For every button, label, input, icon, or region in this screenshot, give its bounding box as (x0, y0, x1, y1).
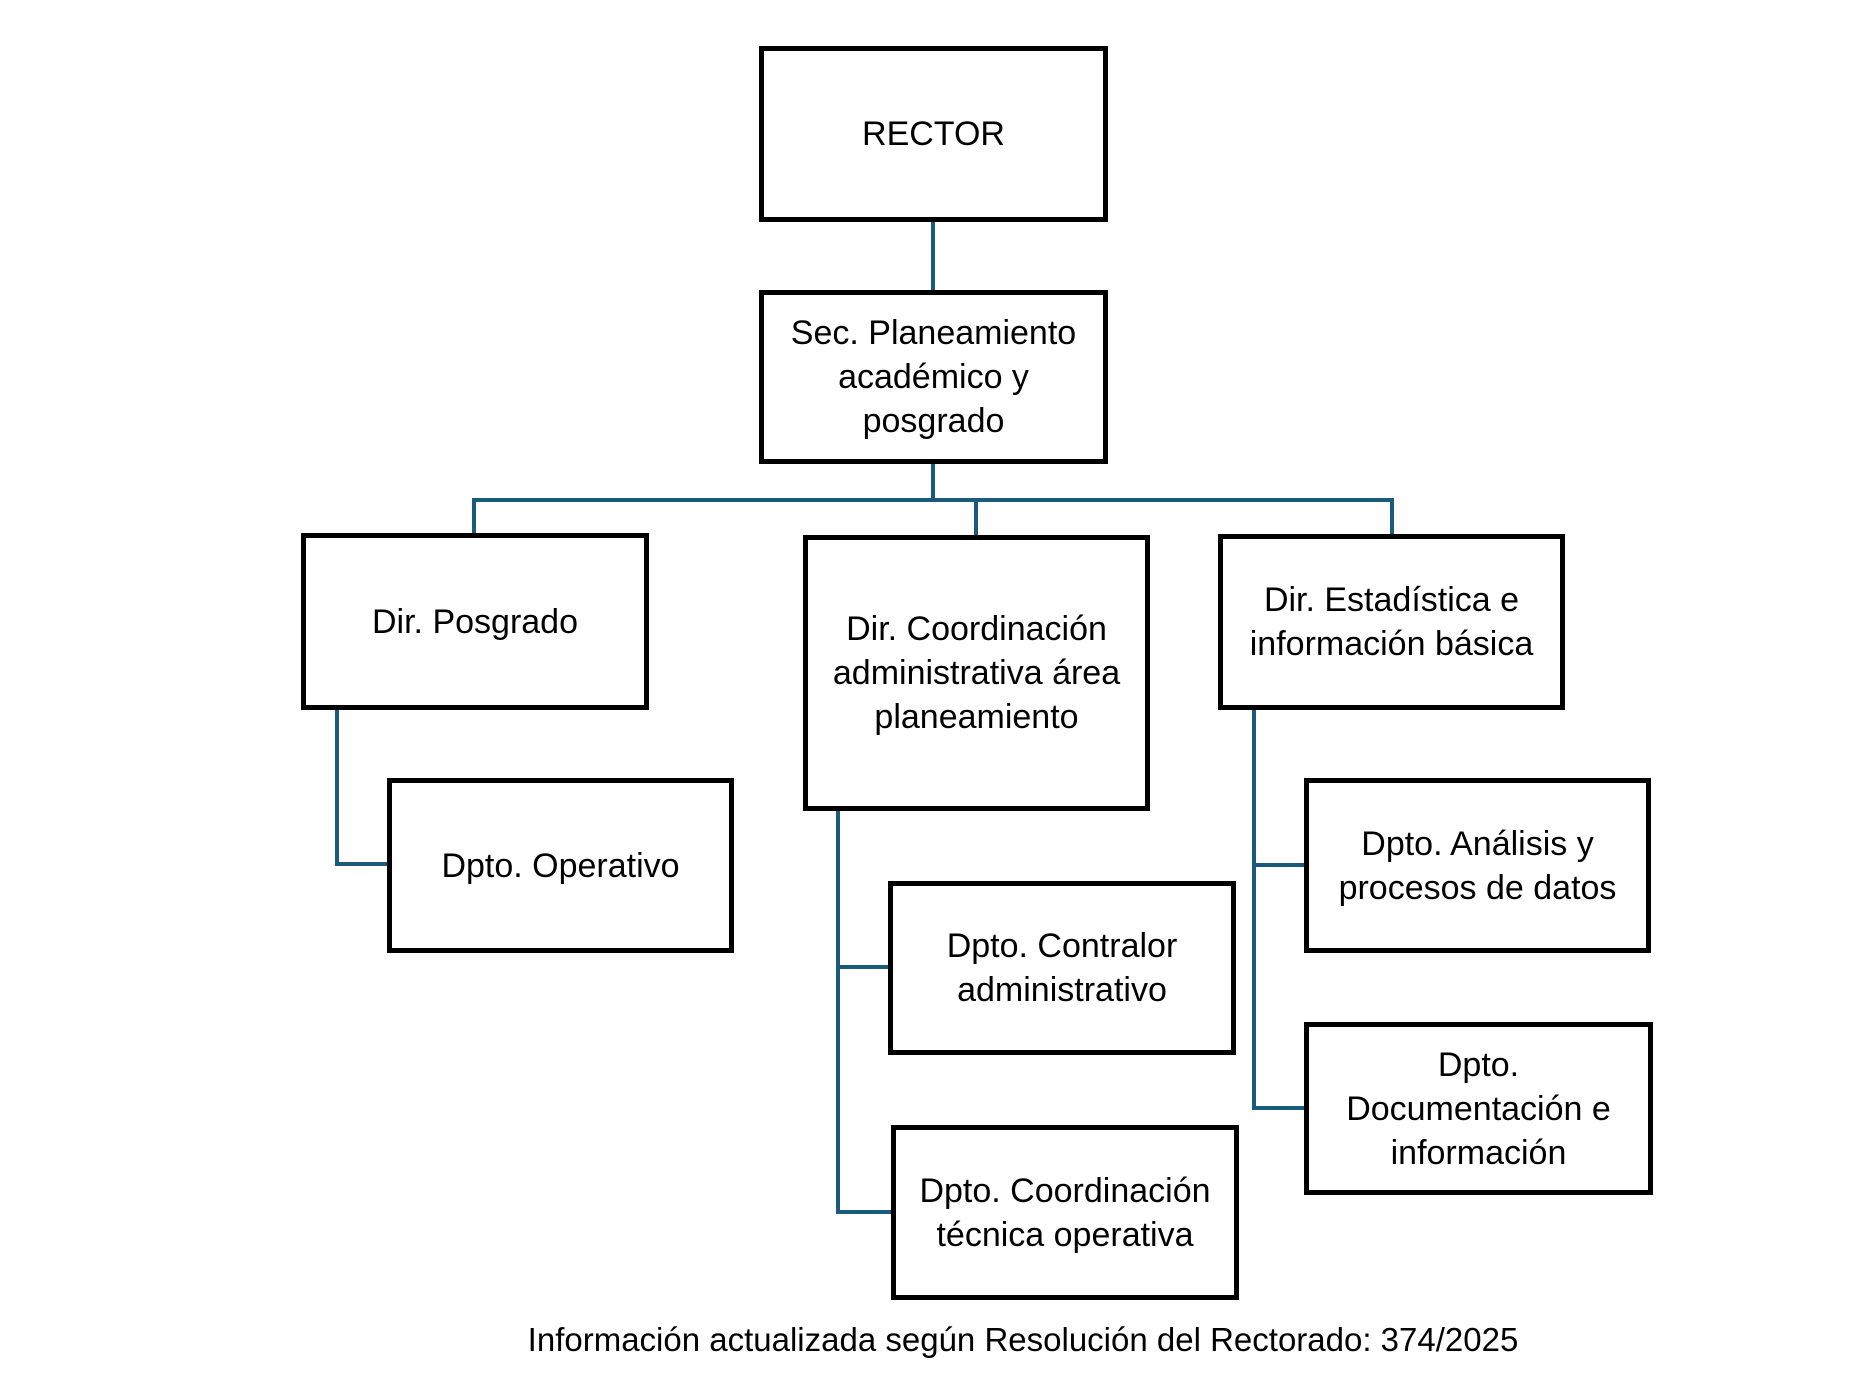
connector-dir-estadistica-trunk (1252, 707, 1306, 1110)
node-label: Dpto. Coordinación técnica operativa (919, 1171, 1211, 1254)
node-dpto-documentacion: Dpto. Documentación e información (1304, 1022, 1653, 1195)
node-label: Dir. Estadística e información básica (1249, 581, 1534, 663)
node-secretaria-planeamiento: Sec. Planeamiento académico y posgrado (759, 290, 1108, 464)
node-dpto-analisis-procesos: Dpto. Análisis y procesos de datos (1304, 778, 1651, 953)
node-dir-posgrado: Dir. Posgrado (301, 533, 649, 710)
node-dir-estadistica: Dir. Estadística e información básica (1218, 534, 1565, 710)
footer-note: Información actualizada según Resolución… (527, 1321, 1519, 1358)
node-dir-coordinacion-administrativa: Dir. Coordinación administrativa área pl… (803, 535, 1150, 811)
node-label: Dir. Coordinación administrativa área pl… (832, 610, 1121, 736)
connector-dir-posgrado-dpto-operativo (335, 707, 389, 866)
node-rector: RECTOR (759, 46, 1108, 222)
node-label: Dpto. Documentación e información (1346, 1045, 1611, 1172)
node-label: RECTOR (862, 115, 1005, 153)
node-label: Dpto. Contralor administrativo (946, 927, 1178, 1009)
connector-dir-coordinacion-trunk (836, 808, 893, 1214)
node-label: Dir. Posgrado (372, 602, 578, 641)
node-label: Sec. Planeamiento académico y posgrado (790, 314, 1077, 440)
node-dpto-operativo: Dpto. Operativo (387, 778, 734, 953)
node-label: Dpto. Operativo (441, 846, 680, 885)
node-dpto-contralor-administrativo: Dpto. Contralor administrativo (888, 881, 1236, 1055)
node-label: Dpto. Análisis y procesos de datos (1338, 824, 1617, 907)
node-dpto-coordinacion-tecnica: Dpto. Coordinación técnica operativa (891, 1125, 1239, 1300)
